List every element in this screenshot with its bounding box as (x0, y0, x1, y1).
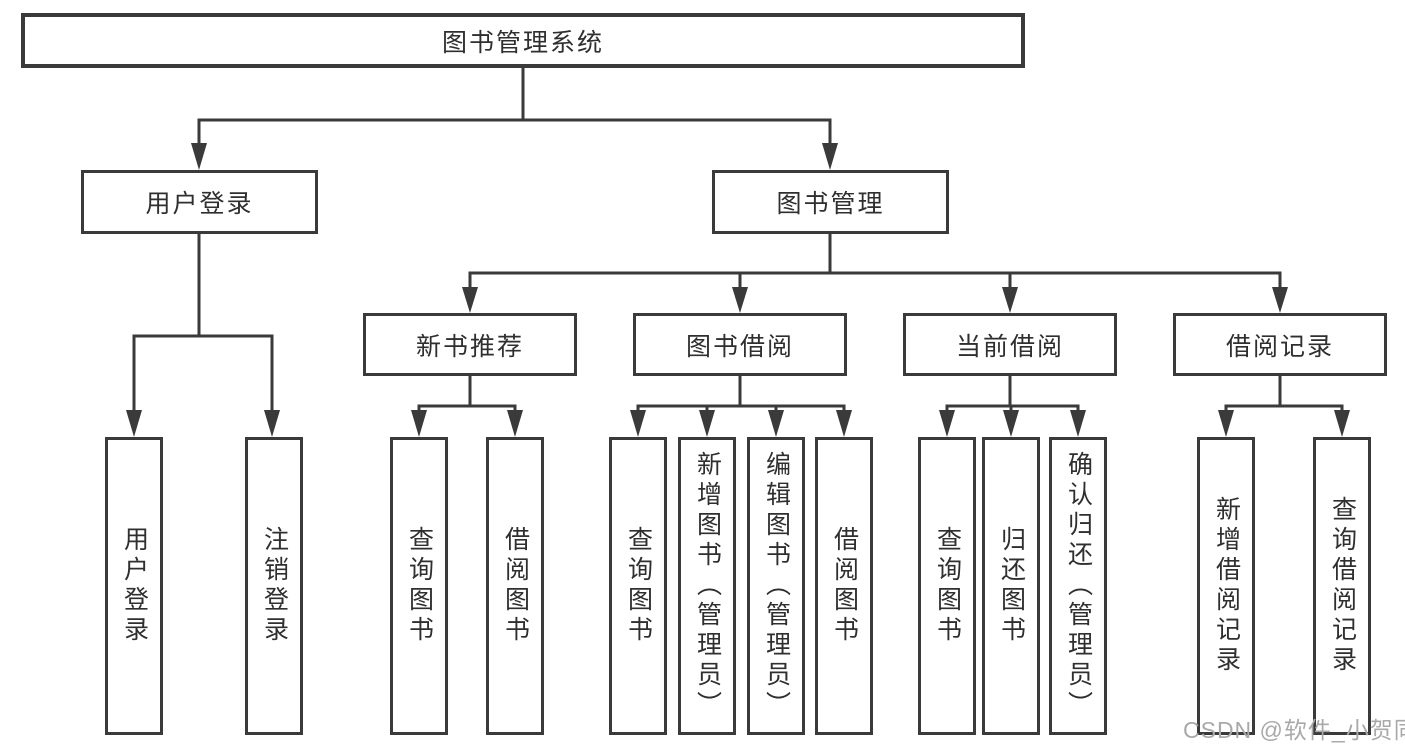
node-leaf-return-books: 归还图书 (982, 437, 1040, 735)
edges-new-book-recommend-to-leaves (411, 376, 523, 437)
node-leaf-confirm-return-admin: 确认归还（管理员） (1049, 437, 1107, 735)
node-current-borrow: 当前借阅 (903, 313, 1117, 376)
leaf-label: 确认归还（管理员） (1064, 451, 1093, 721)
leaf-label: 借阅图书 (830, 526, 859, 646)
node-leaf-user-login: 用户登录 (105, 437, 163, 735)
csdn-watermark: CSDN @软件_小贺同学 (1183, 717, 1405, 743)
leaf-label: 借阅图书 (501, 526, 530, 646)
node-user-login: 用户登录 (81, 170, 318, 234)
edges-root-to-level2 (191, 68, 838, 170)
edges-current-borrow-to-leaves (939, 376, 1086, 437)
node-book-management: 图书管理 (712, 170, 949, 234)
leaf-label: 归还图书 (997, 526, 1026, 646)
leaf-label: 用户登录 (120, 526, 149, 646)
node-leaf-add-borrow-record: 新增借阅记录 (1197, 437, 1255, 735)
node-leaf-logout: 注销登录 (245, 437, 303, 735)
node-leaf-query-books-current: 查询图书 (918, 437, 976, 735)
node-leaf-edit-books-admin: 编辑图书（管理员） (747, 437, 805, 735)
node-leaf-query-books-recommend: 查询图书 (390, 437, 448, 735)
leaf-label: 查询图书 (405, 526, 434, 646)
leaf-label: 新增图书（管理员） (693, 451, 722, 721)
node-book-borrow: 图书借阅 (633, 313, 847, 376)
leaf-label: 查询图书 (624, 526, 653, 646)
leaf-label: 注销登录 (260, 526, 289, 646)
leaf-label: 查询借阅记录 (1328, 496, 1357, 676)
node-leaf-borrow-books-recommend: 借阅图书 (486, 437, 544, 735)
node-new-book-recommend: 新书推荐 (363, 313, 577, 376)
leaf-label: 查询图书 (933, 526, 962, 646)
node-leaf-borrow-books: 借阅图书 (815, 437, 873, 735)
leaf-label: 新增借阅记录 (1212, 496, 1241, 676)
node-borrow-records: 借阅记录 (1173, 313, 1387, 376)
node-leaf-query-borrow-record: 查询借阅记录 (1313, 437, 1371, 735)
leaf-label: 编辑图书（管理员） (762, 451, 791, 721)
node-leaf-add-books-admin: 新增图书（管理员） (678, 437, 736, 735)
edges-borrow-records-to-leaves (1218, 376, 1350, 437)
node-root-library-system: 图书管理系统 (21, 13, 1025, 68)
edges-book-management-to-level3 (462, 234, 1288, 313)
edges-book-borrow-to-leaves (630, 376, 852, 437)
node-leaf-query-books-borrow: 查询图书 (609, 437, 667, 735)
edges-user-login-to-leaves (126, 234, 280, 437)
